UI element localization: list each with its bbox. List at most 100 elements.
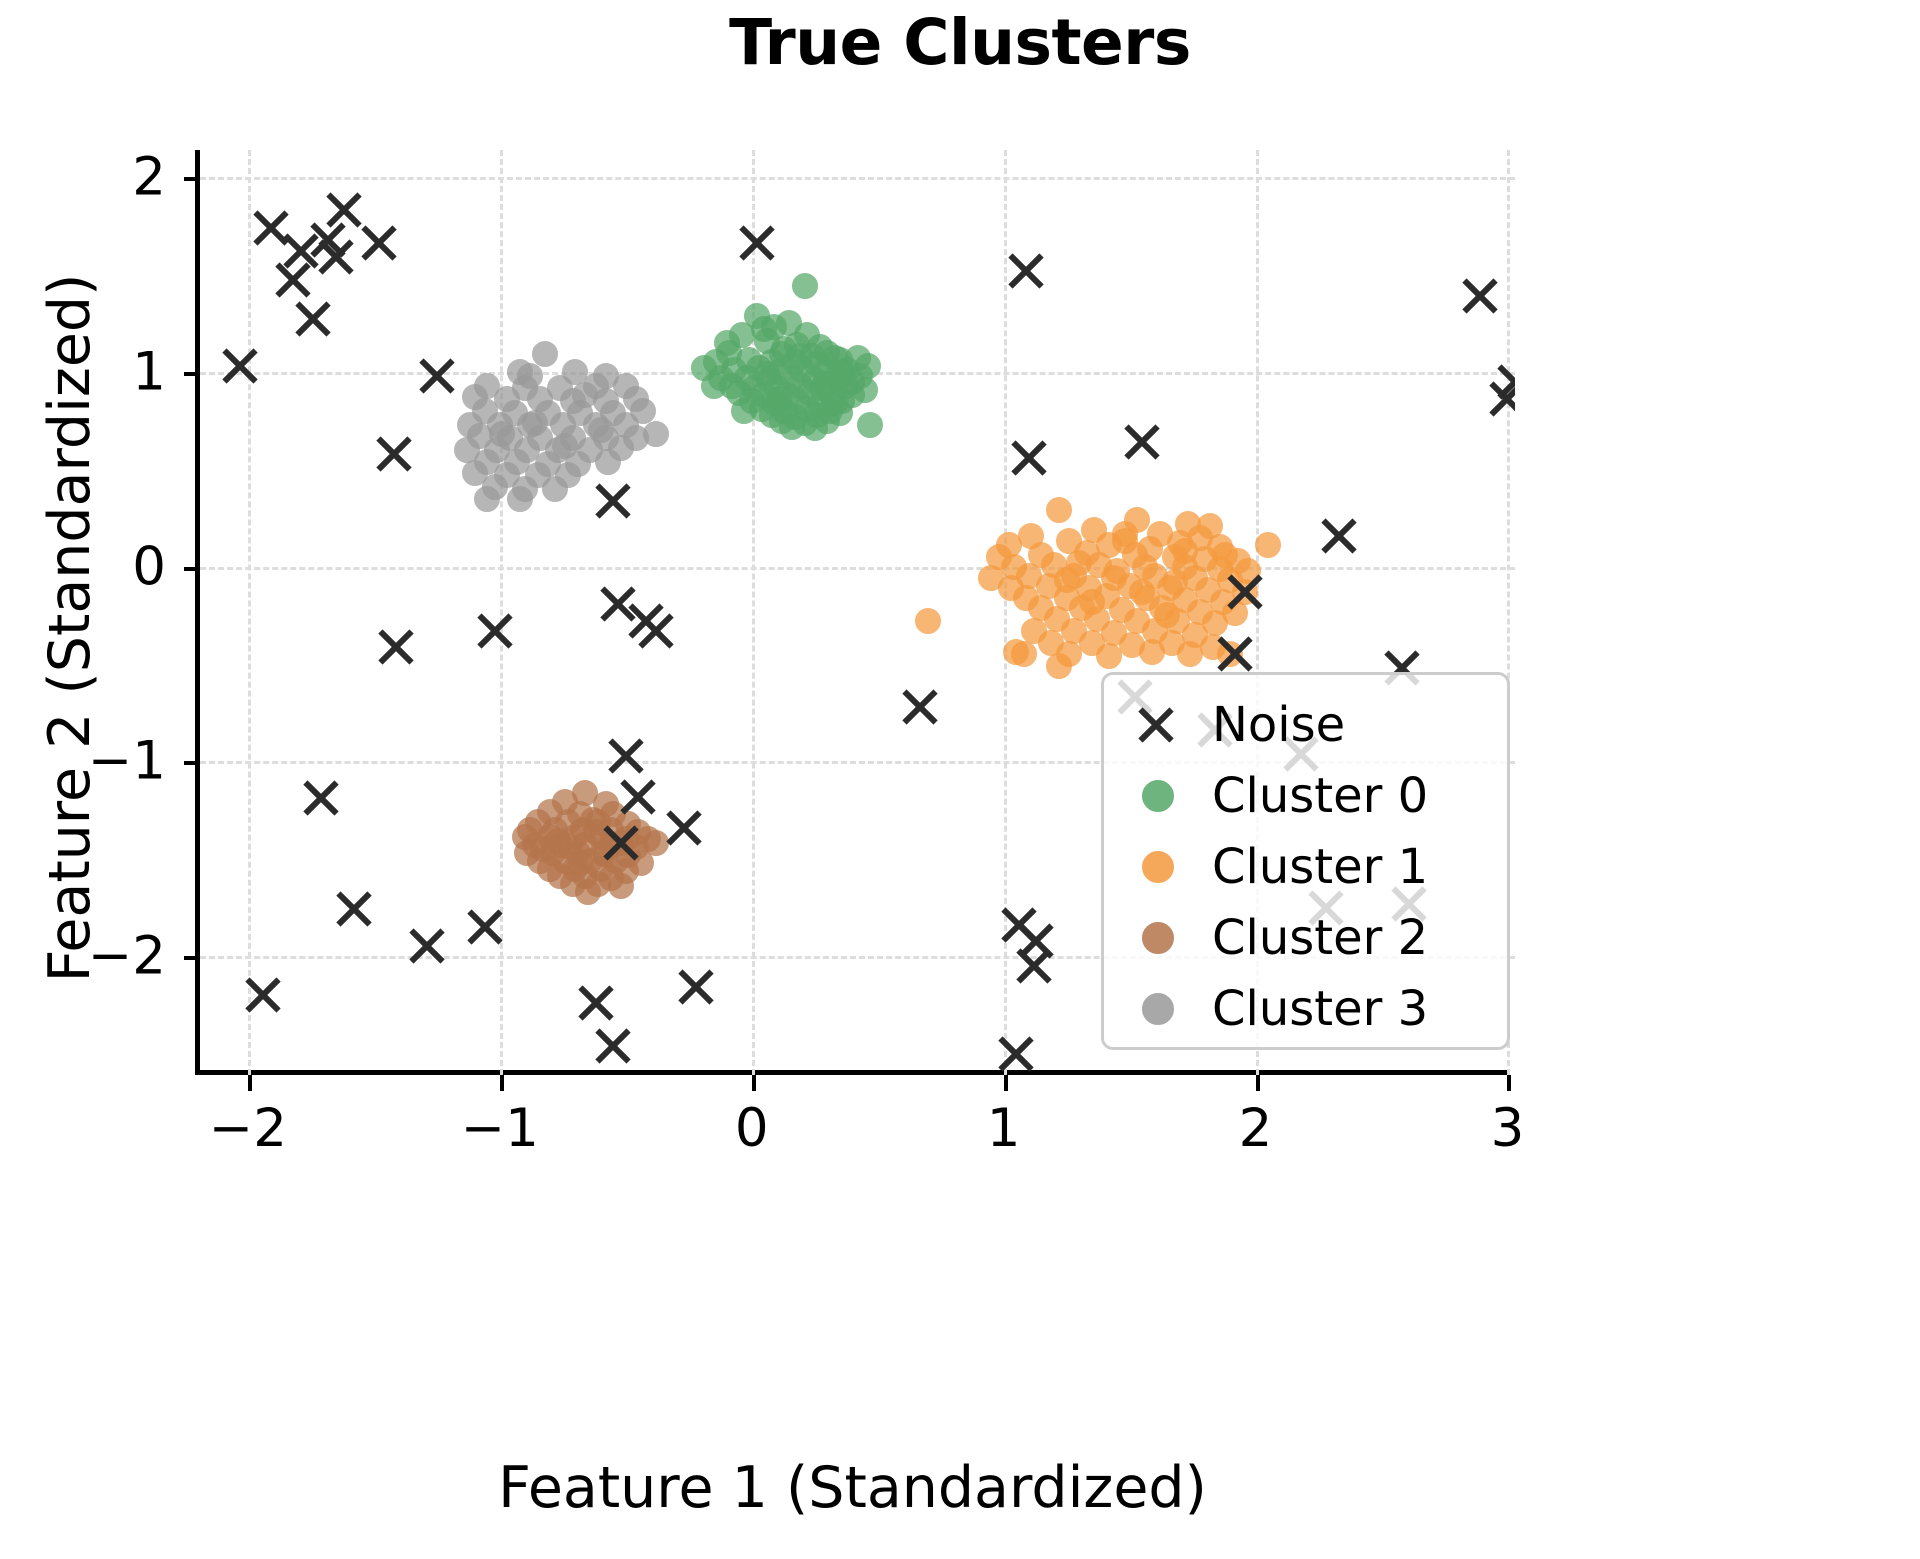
noise-point — [374, 625, 418, 669]
data-point — [522, 409, 549, 436]
legend-marker-cluster-1 — [1104, 831, 1212, 902]
noise-point — [1004, 249, 1048, 293]
data-point — [1212, 542, 1239, 569]
noise-point — [674, 965, 718, 1009]
data-point — [779, 413, 805, 440]
data-point — [1046, 497, 1073, 524]
gridline-horizontal — [200, 566, 1515, 570]
data-point — [1096, 532, 1123, 559]
chart-title: True Clusters — [729, 6, 1191, 79]
data-point — [542, 475, 569, 502]
plot-canvas — [200, 150, 1515, 1075]
data-point — [587, 417, 614, 444]
data-point — [766, 386, 793, 413]
data-point — [1053, 567, 1080, 594]
data-point — [811, 370, 838, 397]
y-tick — [184, 761, 200, 766]
noise-point — [898, 685, 942, 729]
gridline-horizontal — [200, 761, 1515, 765]
legend-item-cluster-0[interactable]: Cluster 0 — [1104, 760, 1507, 831]
x-tick-label: 3 — [1490, 1098, 1525, 1159]
legend-dot-marker-icon — [1142, 992, 1174, 1025]
data-point — [791, 273, 818, 300]
x-tick-label: 0 — [734, 1098, 769, 1159]
legend-marker-cluster-0 — [1104, 760, 1212, 831]
legend-item-cluster-1[interactable]: Cluster 1 — [1104, 831, 1507, 902]
data-point — [700, 372, 727, 399]
x-tick — [499, 1075, 504, 1091]
data-point — [1161, 569, 1188, 596]
x-tick — [751, 1075, 756, 1091]
noise-point — [1458, 274, 1502, 318]
legend-dot-marker-icon — [1142, 779, 1174, 812]
x-tick — [1507, 1075, 1512, 1091]
data-point — [1018, 522, 1045, 549]
y-tick — [184, 177, 200, 182]
noise-point — [1485, 377, 1515, 421]
data-point — [567, 849, 594, 876]
y-tick-label: −2 — [87, 925, 166, 987]
data-point — [1136, 536, 1163, 563]
data-point — [572, 382, 599, 409]
data-point — [1003, 639, 1030, 666]
noise-point — [1007, 436, 1051, 480]
noise-point — [332, 887, 376, 931]
x-tick-label: −2 — [208, 1098, 287, 1159]
legend-label: Cluster 2 — [1212, 909, 1429, 966]
x-tick — [1255, 1075, 1260, 1091]
gridline-vertical — [751, 150, 755, 1075]
data-point — [1255, 532, 1282, 559]
legend-dot-marker-icon — [1142, 921, 1174, 954]
noise-point — [279, 229, 323, 273]
data-point — [753, 360, 780, 387]
y-tick-label: 0 — [132, 536, 166, 598]
noise-point — [299, 776, 343, 820]
data-point — [1129, 579, 1156, 606]
data-point — [517, 362, 543, 389]
y-tick-label: 2 — [132, 146, 166, 208]
y-tick — [184, 956, 200, 961]
data-point — [1096, 643, 1123, 670]
noise-point — [604, 734, 648, 778]
legend-item-noise[interactable]: Noise — [1104, 689, 1507, 760]
legend-item-cluster-3[interactable]: Cluster 3 — [1104, 973, 1507, 1044]
data-point — [731, 397, 758, 424]
legend-dot-marker-icon — [1142, 850, 1174, 883]
noise-point — [1223, 570, 1267, 614]
data-point — [595, 448, 622, 475]
data-point — [1078, 588, 1105, 615]
data-point — [506, 485, 533, 512]
noise-point — [599, 821, 643, 865]
data-point — [1046, 653, 1073, 680]
legend-marker-cluster-2 — [1104, 902, 1212, 973]
noise-point — [372, 432, 416, 476]
data-point — [713, 329, 740, 356]
data-point — [915, 608, 942, 635]
noise-point — [357, 221, 401, 265]
gridline-vertical — [1507, 150, 1511, 1075]
legend-label: Cluster 3 — [1212, 980, 1429, 1037]
data-point — [1139, 639, 1166, 666]
noise-point — [291, 297, 335, 341]
noise-point — [405, 924, 449, 968]
legend-label: Noise — [1212, 696, 1346, 753]
noise-point — [415, 354, 459, 398]
noise-point — [241, 973, 285, 1017]
gridline-horizontal — [200, 177, 1515, 181]
noise-point — [591, 479, 635, 523]
data-point — [607, 873, 634, 900]
data-point — [814, 339, 841, 366]
x-tick-label: 1 — [986, 1098, 1021, 1159]
legend-item-cluster-2[interactable]: Cluster 2 — [1104, 902, 1507, 973]
data-point — [786, 343, 813, 370]
noise-point — [591, 1024, 635, 1068]
noise-point — [1012, 944, 1056, 988]
data-point — [474, 485, 501, 512]
x-tick — [1003, 1075, 1008, 1091]
data-point — [489, 421, 516, 448]
y-tick — [184, 372, 200, 376]
noise-point — [662, 806, 706, 850]
legend-x-marker-icon — [1134, 703, 1178, 747]
